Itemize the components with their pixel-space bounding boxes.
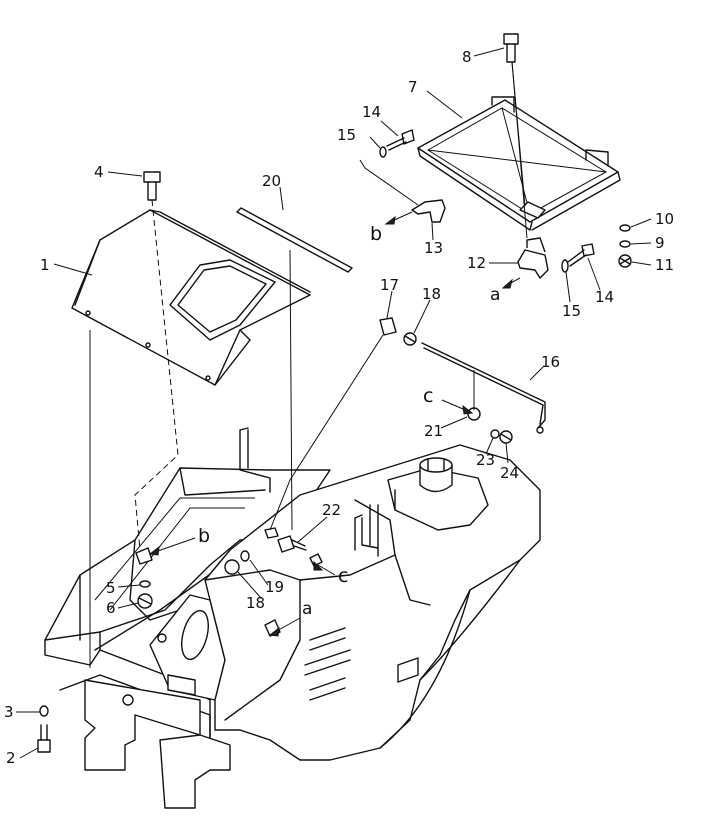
callout-4: 4 [94,163,104,181]
strip-part-20 [236,207,353,273]
ref-b-upper: b [370,223,382,245]
left-handle [239,427,271,493]
callout-18-top: 18 [422,285,441,303]
callout-16: 16 [541,353,560,371]
callout-10: 10 [655,210,674,228]
callout-7: 7 [408,78,418,96]
callout-6: 6 [106,599,116,617]
cover-part-7 [417,96,621,231]
callout-13: 13 [424,239,443,257]
ref-a-lower: a [302,599,312,619]
callout-3: 3 [4,703,14,721]
callout-21: 21 [424,422,443,440]
ref-c-upper: c [423,385,433,407]
assembly-lines [89,61,528,668]
callout-1: 1 [40,256,50,274]
callout-19: 19 [265,578,284,596]
reference-letters: a a b b c c [198,223,500,619]
callout-12: 12 [467,254,486,272]
body-housing [204,444,541,761]
bracket-part-12 [517,249,549,279]
ref-c-lower: c [338,565,348,587]
callout-17: 17 [380,276,399,294]
callout-14-top: 14 [362,103,381,121]
rod-part-16 [421,342,546,434]
callout-2: 2 [6,749,16,767]
callout-9: 9 [655,234,665,252]
callout-15-top: 15 [337,126,356,144]
callout-14-right: 14 [595,288,614,306]
callout-24: 24 [500,464,519,482]
callout-23: 23 [476,451,495,469]
right-handle [354,514,379,557]
callout-labels: 1 2 3 4 5 6 7 8 9 10 11 12 13 14 14 15 1… [4,48,674,767]
ref-a-upper: a [490,285,500,305]
callout-11: 11 [655,256,674,274]
bracket-part-13 [411,199,446,223]
callout-5: 5 [106,579,116,597]
main-frame [44,467,331,809]
leader-lines [16,47,652,759]
callout-18-bottom: 18 [246,594,265,612]
callout-20: 20 [262,172,281,190]
callout-22: 22 [322,501,341,519]
cover-part-1 [71,209,311,386]
callout-8: 8 [462,48,472,66]
ref-b-lower: b [198,525,210,547]
callout-15-right: 15 [562,302,581,320]
